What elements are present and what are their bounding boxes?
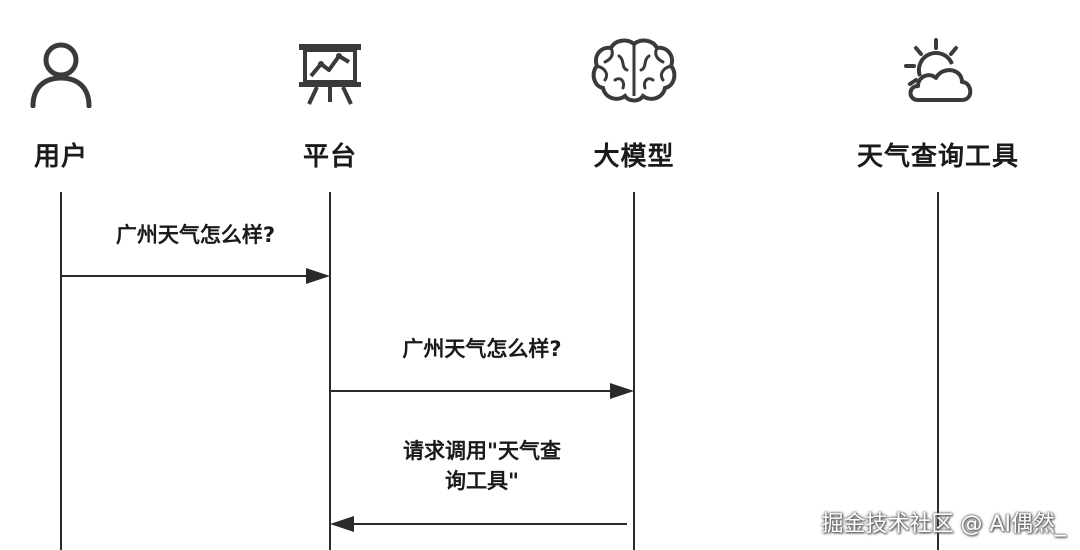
actor-model: 大模型 [534,36,734,172]
actor-label-model: 大模型 [593,142,675,172]
watermark: 掘金技术社区 @ AI偶然_ [821,512,1066,537]
actor-label-weather-tool: 天气查询工具 [856,142,1019,172]
message-label-2: 广州天气怎么样? [402,337,562,361]
user-icon [30,42,92,108]
message-arrow-2 [330,383,634,399]
message-label-1: 广州天气怎么样? [115,223,276,247]
message-label-3: 请求调用"天气查 询工具" [403,439,561,494]
actor-label-platform: 平台 [302,142,357,172]
actor-user: 用户 [0,36,161,172]
actor-label-user: 用户 [33,142,88,172]
presentation-board-icon [299,44,361,105]
actor-platform: 平台 [230,36,430,172]
message-arrow-3 [330,516,627,532]
message-arrow-1 [61,268,330,284]
weather-sun-cloud-icon [904,38,973,102]
actor-weather-tool: 天气查询工具 [838,36,1038,172]
brain-icon [591,38,677,103]
